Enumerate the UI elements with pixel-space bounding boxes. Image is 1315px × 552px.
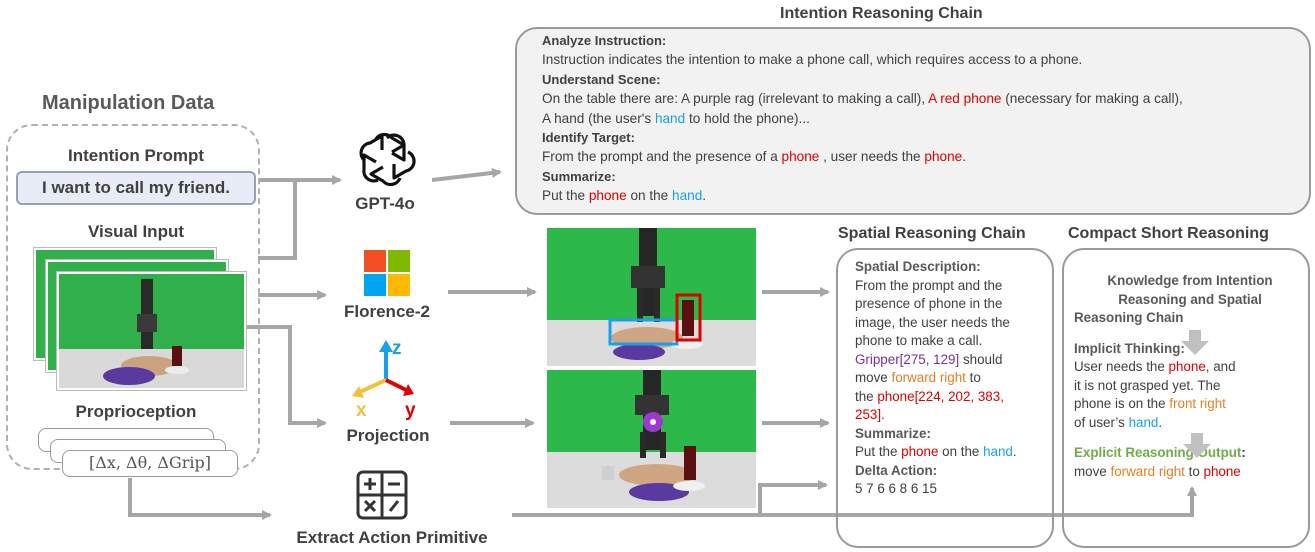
knowledge-line-2: Reasoning and Spatial [1118,291,1262,307]
scene-text-1: On the table there are: A purple rag (ir… [542,91,1183,107]
microsoft-logo-icon [364,250,410,296]
spatial-chain-text: Spatial Description: From the prompt and… [855,258,1050,499]
calculator-icon [356,470,408,520]
scene-heading: Understand Scene: [542,71,661,87]
intention-chain-text: Analyze Instruction: Instruction indicat… [542,31,1183,206]
spatial-line-3: image, the user needs the [855,314,1010,330]
spatial-line-8: 253]. [855,407,885,422]
intention-prompt-label: Intention Prompt [68,146,204,165]
delta-action-values: 5 7 6 6 8 6 15 [855,481,937,496]
prompt-text: I want to call my friend. [16,171,256,205]
spatial-line-7: the phone[224, 202, 383, [855,388,1004,404]
knowledge-line-1: Knowledge from Intention [1107,273,1273,288]
intention-chain-title: Intention Reasoning Chain [780,5,983,22]
gpt-label: GPT-4o [355,194,415,213]
florence-label: Florence-2 [344,302,430,321]
spatial-line-6: move forward right to [855,370,981,385]
compact-title: Compact Short Reasoning [1068,225,1269,242]
summarize-heading: Summarize: [542,168,616,184]
arrow-extract-to-spatial [512,480,828,517]
spatial-line-4: phone to make a call. [855,333,983,348]
compact-text: Knowledge from Intention Reasoning and S… [1074,272,1306,481]
compact-box [1062,248,1310,548]
spatial-desc-heading: Spatial Description: [855,259,981,274]
implicit-line-2: it is not grasped yet. The [1074,377,1221,393]
knowledge-line-3: Reasoning Chain [1074,310,1184,325]
proprio-vector: [Δx, Δθ, ΔGrip] [62,450,238,477]
implicit-line-3: phone is on the front right [1074,396,1226,411]
explicit-output: move forward right to phone [1074,463,1241,479]
analyze-text: Instruction indicates the intention to m… [542,52,1083,68]
spatial-line-1: From the prompt and the [855,277,1003,293]
spatial-chain-box [836,248,1054,548]
axes-icon [352,340,414,398]
axis-y-label: y [405,400,416,421]
florence-scene-image [547,228,756,366]
manipulation-data-title: Manipulation Data [42,92,215,114]
frame-front [56,271,247,391]
spatial-chain-title: Spatial Reasoning Chain [838,225,1026,242]
axis-z-label: z [392,338,402,359]
arrow-visual-to-projection [240,325,327,428]
arrow-extract-to-compact [760,486,1197,517]
summarize-text: Put the phone on the hand. [542,188,707,204]
arrow-gpt-to-intention [431,167,502,182]
down-arrow-icon [1181,330,1209,355]
scene-thumbnail [59,274,244,388]
arrow-proprio-to-extract [128,478,272,520]
projection-scene-image [547,370,756,508]
arrow-visual-to-gpt [258,180,297,260]
implicit-line-1: User needs the phone, and [1074,359,1236,374]
target-heading: Identify Target: [542,130,635,146]
projection-label: Projection [346,426,430,445]
axis-x-label: x [356,400,367,421]
analyze-heading: Analyze Instruction: [542,33,667,48]
spatial-line-9: Put the phone on the hand. [855,444,1017,459]
target-text: From the prompt and the presence of a ph… [542,149,966,165]
down-arrow-icon [1183,433,1211,458]
spatial-line-5: Gripper[275, 129] should [855,351,1003,367]
visual-input-label: Visual Input [87,222,185,241]
proprioception-label: Proprioception [75,402,197,421]
scene-text-2: A hand (the user's hand to hold the phon… [542,110,810,126]
implicit-line-4: of user’s hand. [1074,414,1163,430]
spatial-line-2: presence of phone in the [855,296,1003,311]
spatial-summarize-heading: Summarize: [855,425,931,441]
extract-label: Extract Action Primitive [296,528,488,547]
intention-chain-box [515,27,1311,215]
openai-icon [359,132,416,187]
delta-action-heading: Delta Action: [855,462,938,478]
implicit-heading: Implicit Thinking: [1074,340,1185,356]
